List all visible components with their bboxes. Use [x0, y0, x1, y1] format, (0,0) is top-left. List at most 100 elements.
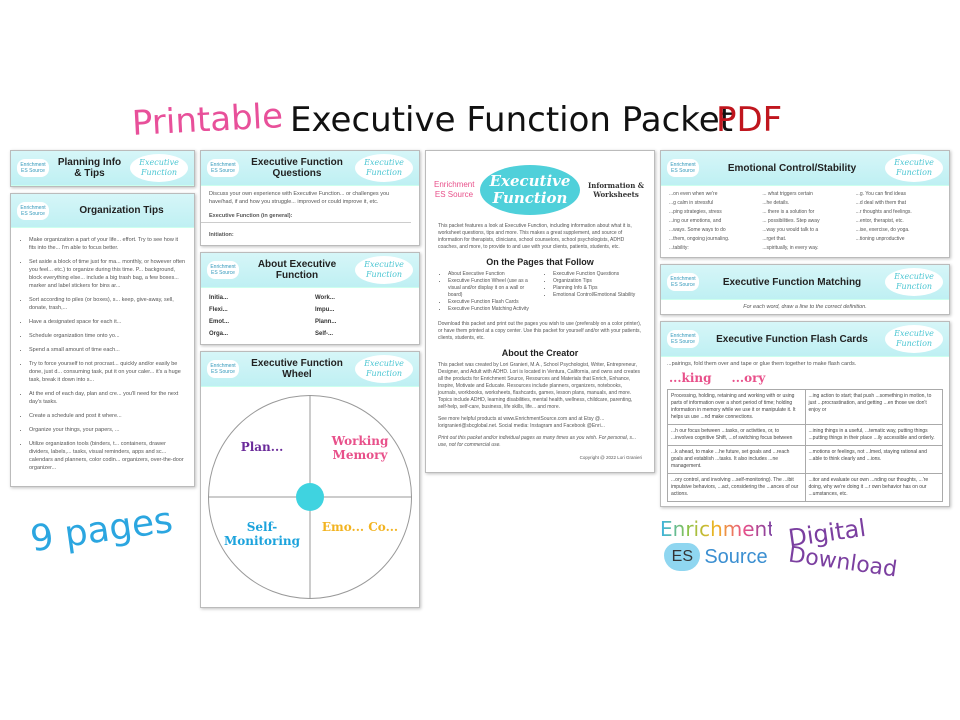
footer-row: Enrichment ES Source Digital Download: [660, 514, 950, 583]
nine-pages-label: 9 pages: [27, 499, 176, 561]
heart-icon: ES: [664, 543, 701, 571]
field-label: Initiation:: [209, 232, 234, 238]
flashcard-row: ...h our focus between ...tasks, or acti…: [667, 424, 943, 446]
follow-heading: On the Pages that Follow: [486, 257, 594, 267]
text-line: ...ing our emotions, and: [669, 218, 722, 224]
oval-badge: Executive Function: [355, 154, 413, 182]
page-title: Executive Function Questions: [251, 157, 343, 179]
section-heading: Orga...: [209, 331, 229, 337]
flashcard-definition: ...ining things in a useful, ...tematic …: [804, 424, 943, 446]
tip-item: Schedule organization time onto yo...: [29, 332, 186, 340]
more-products-text[interactable]: See more helpful products at www.Enrichm…: [438, 416, 605, 429]
page-title: Organization Tips: [79, 205, 164, 216]
page-title: Planning Info & Tips: [57, 157, 122, 179]
flashcard-definition: ...h our focus between ...tasks, or acti…: [667, 424, 806, 446]
page-title: Emotional Control/Stability: [727, 162, 857, 174]
brand-logo: Enrichment ES Source: [660, 517, 775, 571]
wheel-label-self-monitoring: Self-Monitoring: [223, 520, 301, 548]
download-label: Download: [786, 542, 899, 583]
text-line: ...he details.: [762, 200, 790, 206]
text-line: ...spiritually, in every way.: [762, 245, 819, 251]
ef-wheel: Plan... Working Memory Self-Monitoring E…: [208, 395, 412, 599]
page-title: Executive Function Flash Cards: [716, 333, 868, 345]
tips-list: Make organization a part of your life...…: [11, 228, 194, 486]
flashcard-definition: Processing, holding, retaining and worki…: [667, 389, 806, 425]
flashcard-definition: ...motions or feelings, not ...lmed, sta…: [804, 445, 943, 474]
page-questions: Enrichment ES Source Executive Function Q…: [200, 150, 420, 246]
flashcard-row: Processing, holding, retaining and worki…: [667, 389, 943, 425]
page-cover: Enrichment ES Source Executive Function …: [425, 150, 655, 473]
logo-small: Enrichment ES Source: [667, 159, 699, 177]
headline-main: Executive Function Packet: [290, 100, 733, 140]
wheel-label-planning: Plan...: [240, 440, 284, 454]
logo-small: Enrichment ES Source: [667, 330, 699, 348]
contents-item: About Executive Function: [448, 271, 535, 278]
oval-badge: Executive Function: [885, 325, 943, 353]
subtitle: Information & Worksheets: [587, 181, 645, 199]
contents-item: Executive Function Wheel (use as a visua…: [448, 278, 535, 299]
logo-small: Enrichment ES Source: [17, 159, 49, 177]
tip-item: Utilize organization tools (binders, t..…: [29, 440, 186, 472]
text-line: ... what triggers certain: [762, 191, 813, 197]
contents-item: Emotional Control/Emotional Stability: [553, 292, 640, 299]
logo-small: Enrichment ES Source: [207, 261, 239, 279]
contents-item: Organization Tips: [553, 278, 640, 285]
text-line: ...g. You can find ideas: [855, 191, 906, 197]
tip-item: Organize your things, your papers, ...: [29, 426, 186, 434]
page-organization: Enrichment ES Source Organization Tips Ma…: [10, 193, 195, 487]
flashcard-definition: ...k ahead, to make ...he future, set go…: [667, 445, 806, 474]
contents-list-right: Executive Function QuestionsOrganization…: [545, 271, 640, 313]
text-line: ...them, ongoing journaling.: [669, 236, 730, 242]
oval-badge: Executive Function: [355, 355, 413, 383]
section-heading: Initia...: [209, 295, 229, 301]
logo-small: Enrichment ES Source: [207, 159, 239, 177]
section-heading: Flexi...: [209, 307, 228, 313]
download-text: Download this packet and print out the p…: [438, 321, 642, 341]
text-line: ...d deal with them that: [855, 200, 906, 206]
instructions: ...pairings, fold them over and tape or …: [667, 361, 857, 367]
field-label: Executive Function (in general):: [201, 210, 411, 223]
oval-badge: Executive Function: [885, 154, 943, 182]
text-line: ...on even when we're: [669, 191, 718, 197]
tip-item: Try to force yourself to not procrast...…: [29, 360, 186, 384]
oval-badge: Executive Function: [355, 256, 413, 284]
tip-item: At the end of each day, plan and cre... …: [29, 390, 186, 406]
instructions: For each word, draw a line to the correc…: [743, 304, 867, 310]
flashcard-definition: ...itor and evaluate our own ...nding ou…: [804, 473, 943, 502]
flashcard-row: ...k ahead, to make ...he future, set go…: [667, 445, 943, 474]
wheel-label-emotional-control: Emo... Co...: [321, 520, 399, 534]
text-line: ...tioning unproductive: [855, 236, 905, 242]
logo-small: Enrichment ES Source: [434, 180, 475, 199]
page-planning: Enrichment ES Source Planning Info & Tips…: [10, 150, 195, 187]
card-front: ...ory: [731, 371, 766, 385]
text-line: ...ways. Some ways to do: [669, 227, 726, 233]
headline-pdf: PDF: [716, 100, 783, 140]
flashcard-definition: ...ing action to start; that push ...som…: [804, 389, 943, 425]
section-heading: Impu...: [315, 307, 335, 313]
page-emotional: Enrichment ES Source Emotional Control/St…: [660, 150, 950, 258]
page-title: Executive Function Matching: [722, 276, 862, 288]
section-heading: Emot...: [209, 319, 230, 325]
text-line: ...ping strategies, stress: [669, 209, 722, 215]
text-line: ...entor, therapist, etc.: [855, 218, 904, 224]
text-line: ... there is a solution for: [762, 209, 815, 215]
text-line: ...way you would talk to a: [762, 227, 819, 233]
intro-text: This packet features a look at Executive…: [438, 223, 632, 250]
card-front: ...king: [669, 371, 712, 385]
contents-item: Executive Function Flash Cards: [448, 299, 535, 306]
creator-heading: About the Creator: [501, 348, 579, 358]
section-heading: Plann...: [315, 319, 337, 325]
contents-item: Planning Info & Tips: [553, 285, 640, 292]
tip-item: Set aside a block of time just for ma...…: [29, 258, 186, 290]
contents-item: Executive Function Questions: [553, 271, 640, 278]
creator-text: This packet was created by Lori Granieri…: [438, 362, 641, 410]
section-heading: Self-...: [315, 331, 334, 337]
text-line: ...g calm in stressful: [669, 200, 714, 206]
tip-item: Have a designated space for each it...: [29, 318, 186, 326]
logo-small: Enrichment ES Source: [17, 201, 49, 220]
headline-printable: Printable: [131, 96, 284, 144]
print-note: Print out this packet and/or individual …: [438, 435, 637, 448]
